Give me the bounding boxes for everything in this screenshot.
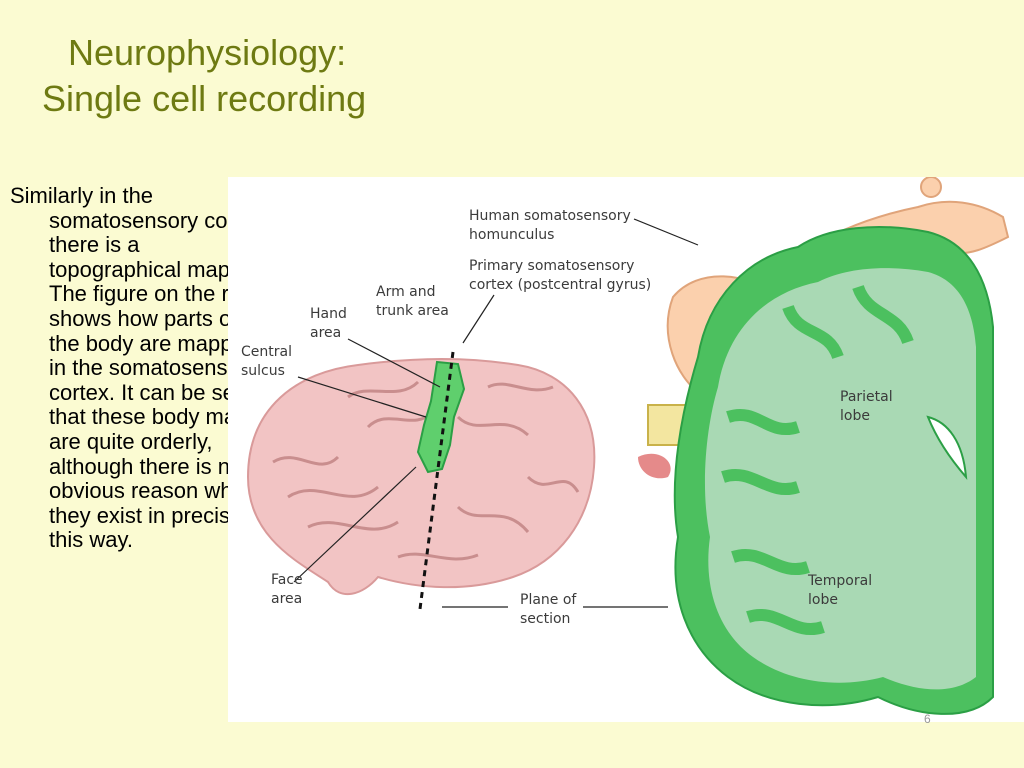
somatosensory-figure: Human somatosensory homunculus Primary s… bbox=[228, 177, 1024, 722]
leader-lines bbox=[293, 218, 699, 608]
slide-title: Neurophysiology: Single cell recording bbox=[42, 30, 366, 122]
title-line-2: Single cell recording bbox=[42, 78, 367, 119]
coronal-section-illustration bbox=[673, 226, 994, 715]
label-parietal-lobe: Parietal lobe bbox=[840, 389, 893, 424]
label-primary-cortex: Primary somatosensory cortex (postcentra… bbox=[469, 258, 652, 293]
label-face-area: Face area bbox=[271, 572, 303, 607]
figure-drawing bbox=[246, 177, 1010, 715]
label-homunculus: Human somatosensory homunculus bbox=[469, 208, 631, 243]
title-line-1: Neurophysiology: bbox=[68, 32, 347, 73]
label-temporal-lobe: Temporal lobe bbox=[808, 573, 873, 608]
label-plane-of-section: Plane of section bbox=[520, 592, 577, 627]
label-arm-trunk: Arm and trunk area bbox=[376, 284, 449, 319]
label-hand-area: Hand area bbox=[310, 306, 347, 341]
page-number: 6 bbox=[924, 712, 931, 726]
lateral-brain-illustration bbox=[246, 351, 596, 610]
label-central-sulcus: Central sulcus bbox=[241, 344, 292, 379]
